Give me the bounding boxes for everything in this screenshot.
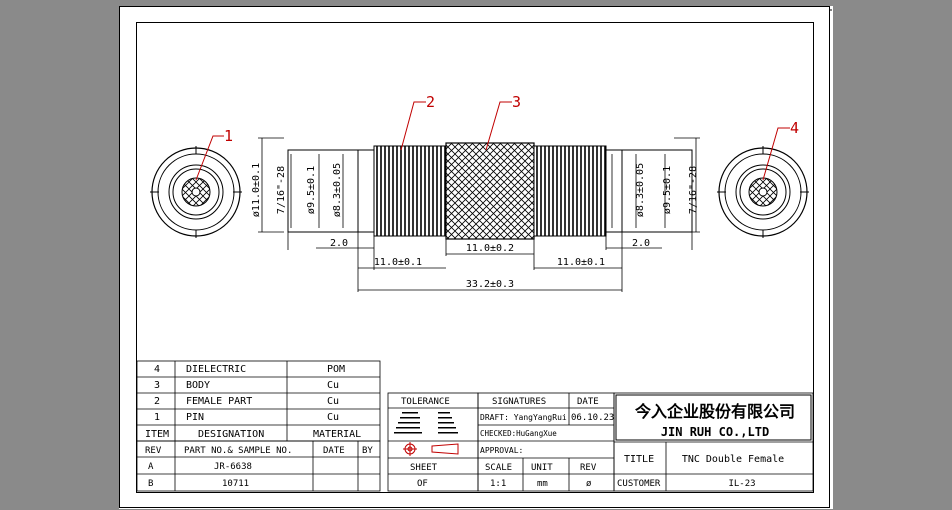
dim-len-total: 33.2±0.3	[466, 279, 514, 290]
bom-designation-4: DIELECTRIC	[186, 364, 246, 375]
tolerance-fine-print	[394, 412, 458, 434]
bom-material-4: POM	[327, 364, 345, 375]
rev-row-b-part: 10711	[222, 479, 249, 489]
bom-designation-3: BODY	[186, 380, 210, 391]
date-label: DATE	[577, 397, 599, 407]
dim-gap-left: 2.0	[330, 238, 348, 249]
revision-table	[136, 440, 381, 492]
dim-pin-dia-right: ø8.3±0.05	[635, 163, 646, 217]
unit-label: UNIT	[531, 463, 553, 473]
inner-border	[136, 22, 814, 493]
bom-item-4: 4	[154, 364, 160, 375]
title-value: TNC Double Female	[682, 454, 784, 465]
callout-1: 1	[224, 127, 233, 145]
company-name-en: JIN RUH CO.,LTD	[661, 425, 769, 439]
dim-female-dia-right: ø9.5±0.1	[662, 166, 673, 214]
callout-3: 3	[512, 93, 521, 111]
callout-2: 2	[426, 93, 435, 111]
rev-header-date: DATE	[323, 446, 345, 456]
callout-4: 4	[790, 119, 799, 137]
draft-date: 06.10.23	[571, 413, 614, 423]
bom-designation-2: FEMALE PART	[186, 396, 252, 407]
signatures-label: SIGNATURES	[492, 397, 546, 407]
left-end-view	[150, 146, 242, 238]
right-end-view	[717, 146, 809, 238]
rev-header-by: BY	[362, 446, 373, 456]
rev-value: ø	[586, 479, 592, 489]
side-view	[258, 137, 700, 240]
callout-leaders	[195, 101, 790, 181]
rev-label: REV	[580, 463, 597, 473]
rev-row-a-part: JR-6638	[214, 462, 252, 472]
rev-header-rev: REV	[145, 446, 162, 456]
customer-value: IL-23	[728, 479, 755, 489]
bom-material-2: Cu	[327, 396, 339, 407]
dim-body-dia: ø11.0±0.1	[251, 163, 262, 217]
rev-row-a-rev: A	[148, 462, 154, 472]
bom-designation-1: PIN	[186, 412, 204, 423]
unit-value: mm	[537, 479, 548, 489]
projection-symbol	[403, 442, 459, 456]
bom-item-1: 1	[154, 412, 160, 423]
signatures-block	[477, 392, 615, 492]
bom-item-2: 2	[154, 396, 160, 407]
company-name-cn: 今入企业股份有限公司	[634, 402, 795, 421]
bom-item-3: 3	[154, 380, 160, 391]
bom-header-item: ITEM	[145, 429, 169, 440]
title-block	[613, 392, 814, 492]
tolerance-label: TOLERANCE	[401, 397, 450, 407]
dim-thread-right: 7/16"-28	[688, 166, 699, 214]
horizontal-dims	[287, 232, 693, 292]
draft-signature: DRAFT: YangYangRui	[480, 413, 567, 422]
title-label: TITLE	[624, 454, 654, 465]
outer-border	[119, 6, 830, 508]
rev-header-part: PART NO.& SAMPLE NO.	[184, 446, 292, 456]
scale-label: SCALE	[485, 463, 512, 473]
dim-len-right: 11.0±0.1	[557, 257, 605, 268]
dim-pin-dia-left: ø8.3±0.05	[332, 163, 343, 217]
scale-value: 1:1	[490, 479, 506, 489]
rev-row-b-rev: B	[148, 479, 153, 489]
approval-label: APPROVAL:	[480, 446, 523, 455]
dim-female-dia-left: ø9.5±0.1	[306, 166, 317, 214]
sheet-label: SHEET	[410, 463, 438, 473]
vertical-dims	[261, 138, 697, 232]
bom-header-designation: DESIGNATION	[198, 429, 264, 440]
customer-label: CUSTOMER	[617, 479, 661, 489]
bom-header-material: MATERIAL	[313, 429, 361, 440]
dim-len-mid: 11.0±0.2	[466, 243, 514, 254]
bom-material-3: Cu	[327, 380, 339, 391]
checked-signature: CHECKED:HuGangXue	[480, 429, 557, 438]
bom-material-1: Cu	[327, 412, 339, 423]
sheet-value: OF	[417, 479, 428, 489]
dim-gap-right: 2.0	[632, 238, 650, 249]
dim-len-left: 11.0±0.1	[374, 257, 422, 268]
dim-thread-left: 7/16"-28	[276, 166, 287, 214]
